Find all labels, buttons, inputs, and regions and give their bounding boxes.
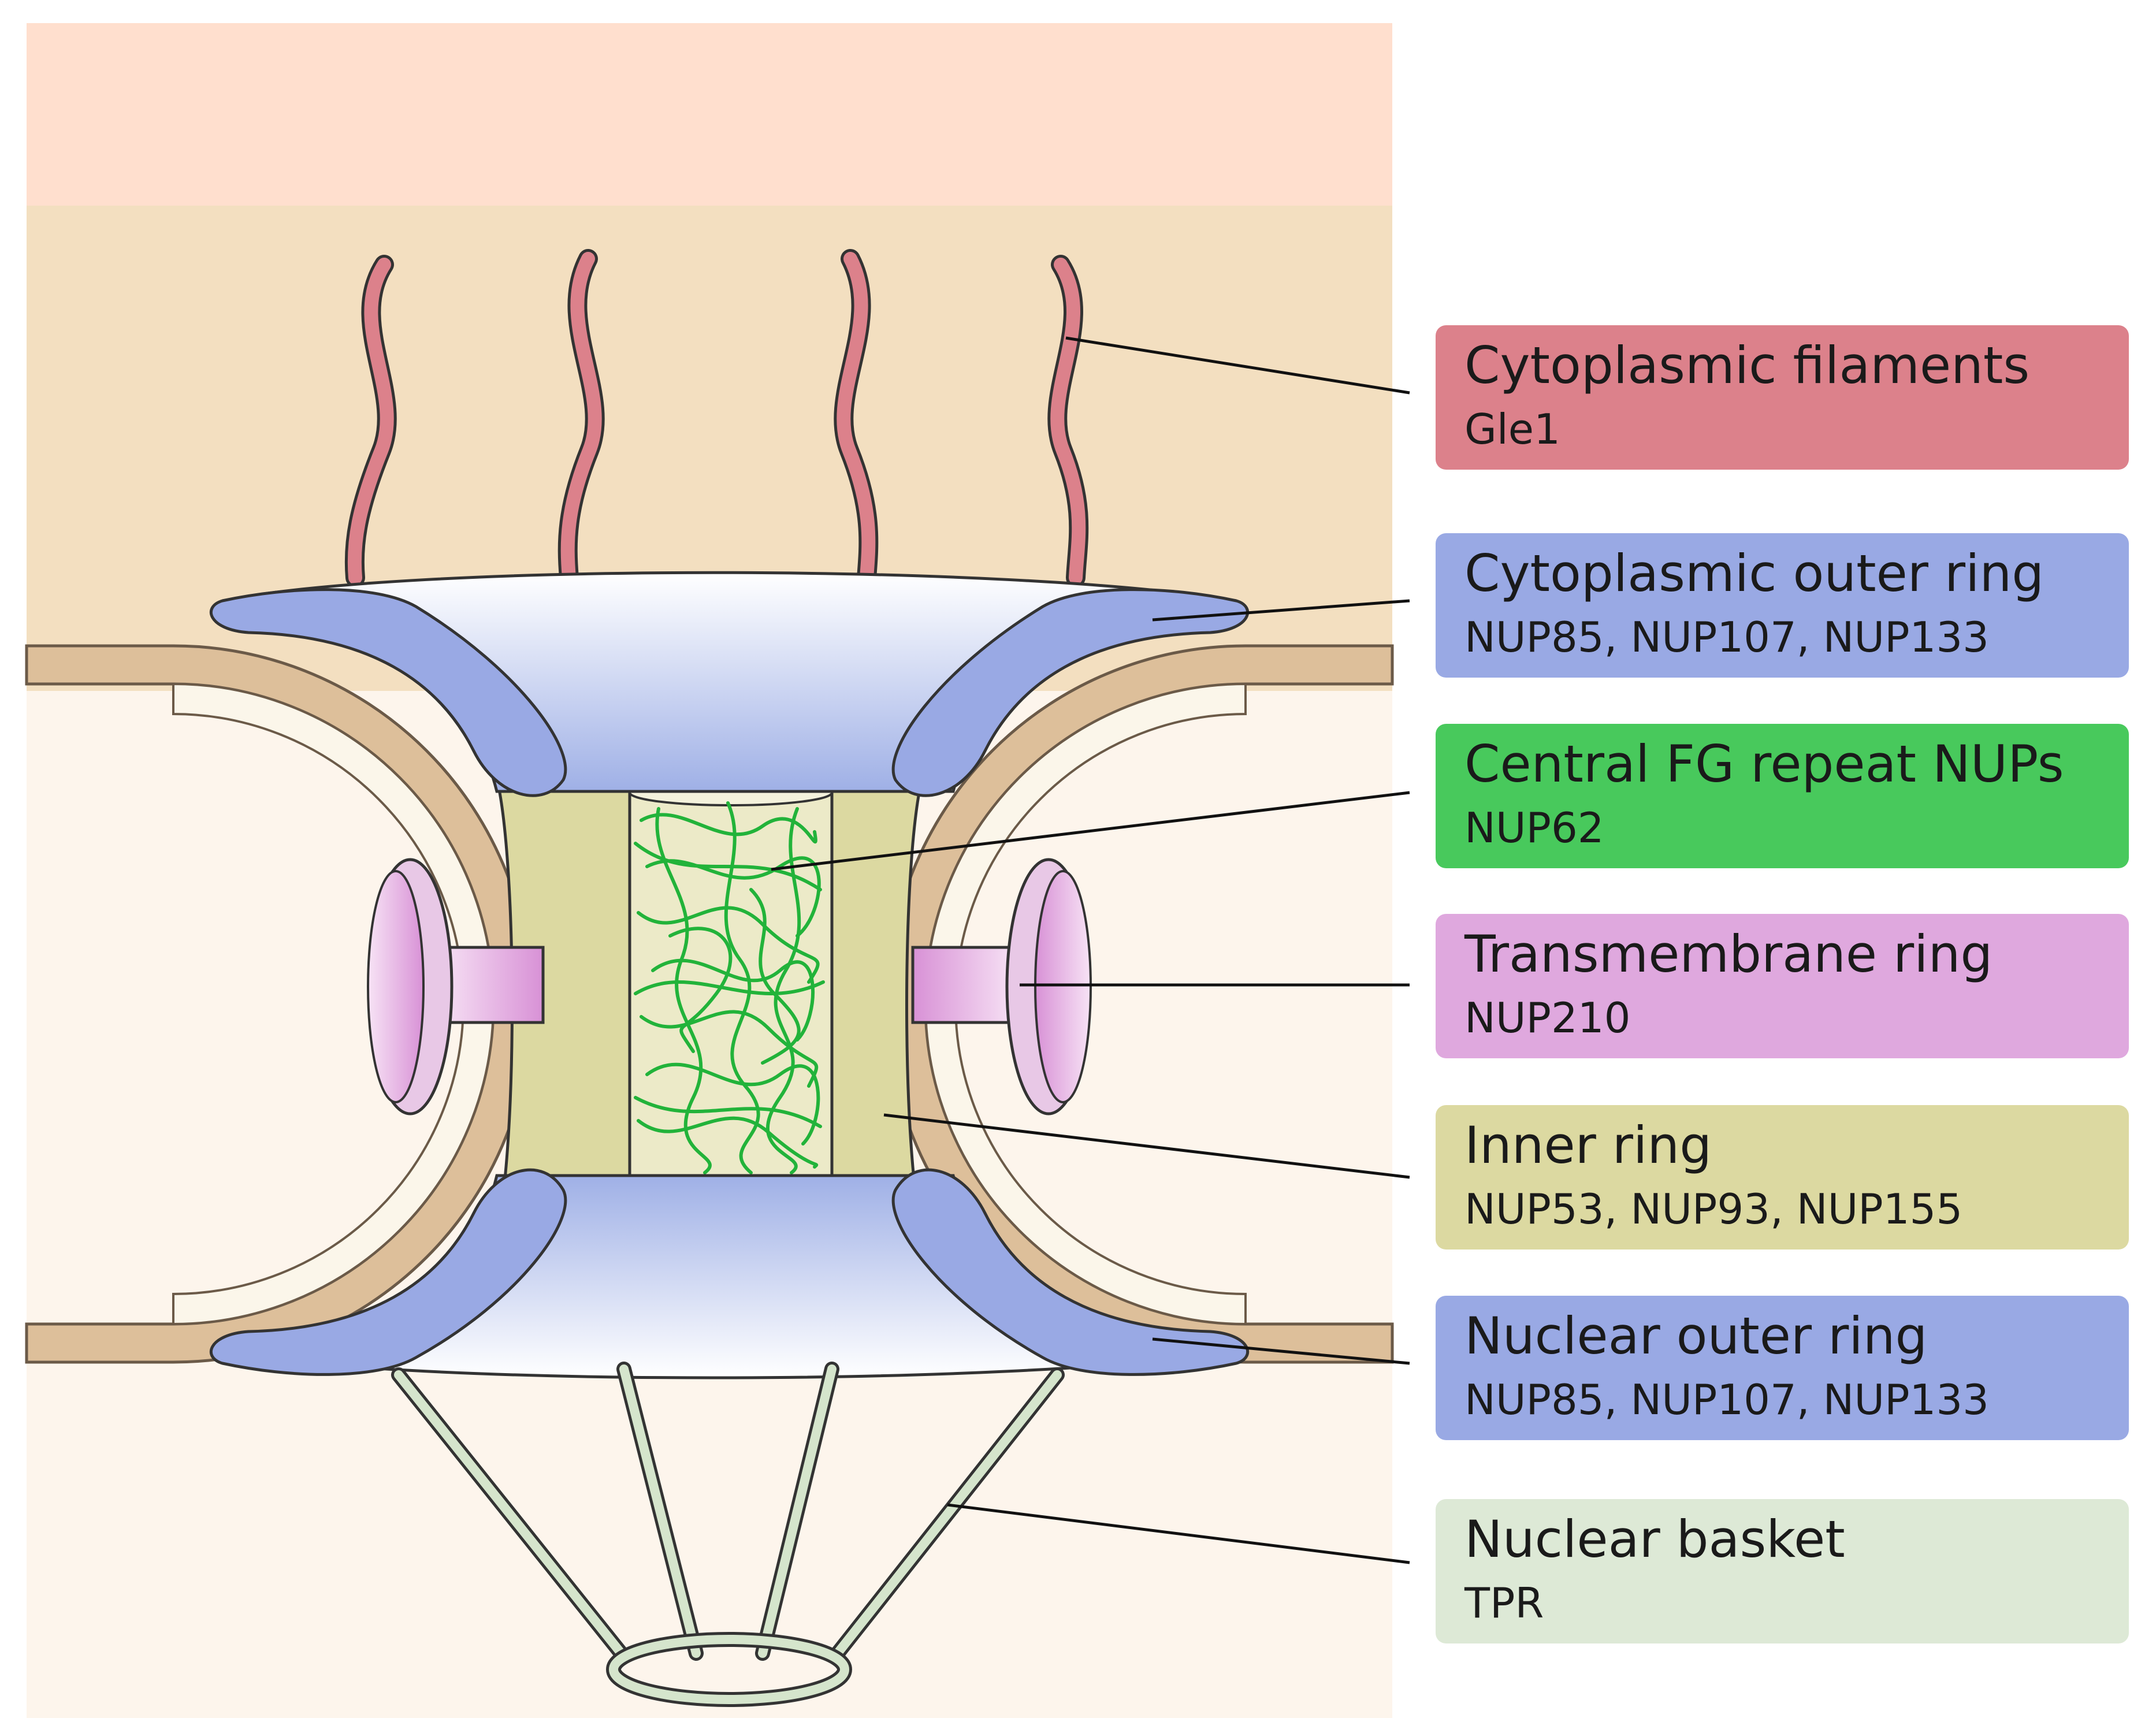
leader-central-fg [771, 791, 1410, 871]
label-proteins: NUP53, NUP93, NUP155 [1464, 1185, 1963, 1233]
label-title: Nuclear outer ring [1464, 1306, 1928, 1366]
label-title: Cytoplasmic filaments [1464, 336, 2030, 395]
transmembrane-ring-left [367, 858, 545, 1115]
cytoplasmic-filaments [344, 249, 1089, 587]
label-title: Inner ring [1464, 1115, 1712, 1175]
label-title: Cytoplasmic outer ring [1464, 544, 2045, 603]
label-title: Nuclear basket [1464, 1509, 1845, 1569]
nuclear-envelope [25, 644, 1394, 1364]
leader-lines [771, 336, 1410, 1564]
label-proteins: NUP62 [1464, 804, 1604, 852]
leader-nuclear-outer-ring [1152, 1337, 1410, 1365]
label-nuclear-basket: Nuclear basket TPR [1436, 1499, 2129, 1643]
central-channel [628, 779, 834, 1180]
label-title: Transmembrane ring [1464, 924, 1993, 984]
cytoplasm-top-band [27, 23, 1392, 206]
label-cytoplasmic-filaments: Cytoplasmic filaments Gle1 [1436, 325, 2129, 470]
label-nuclear-outer-ring: Nuclear outer ring NUP85, NUP107, NUP133 [1436, 1296, 2129, 1440]
label-cytoplasmic-outer-ring: Cytoplasmic outer ring NUP85, NUP107, NU… [1436, 533, 2129, 678]
label-proteins: NUP210 [1464, 994, 1631, 1042]
label-proteins: Gle1 [1464, 405, 1560, 453]
nuclear-basket [391, 1362, 1065, 1707]
label-proteins: TPR [1464, 1579, 1544, 1627]
leader-nuclear-basket [947, 1503, 1410, 1564]
label-proteins: NUP85, NUP107, NUP133 [1464, 1375, 1989, 1424]
label-proteins: NUP85, NUP107, NUP133 [1464, 613, 1989, 661]
fg-repeat-filaments [634, 801, 825, 1174]
leader-inner-ring [883, 1113, 1410, 1179]
label-inner-ring: Inner ring NUP53, NUP93, NUP155 [1436, 1105, 2129, 1250]
nuclear-outer-ring [209, 1168, 1250, 1379]
transmembrane-ring-right [911, 858, 1092, 1115]
label-transmembrane-ring: Transmembrane ring NUP210 [1436, 914, 2129, 1058]
cytoplasmic-outer-ring [209, 571, 1250, 797]
leader-cytoplasmic-outer-ring [1152, 599, 1410, 622]
label-title: Central FG repeat NUPs [1464, 734, 2064, 794]
label-central-fg-repeat-nups: Central FG repeat NUPs NUP62 [1436, 724, 2129, 868]
leader-cytoplasmic-filaments [1065, 336, 1410, 395]
